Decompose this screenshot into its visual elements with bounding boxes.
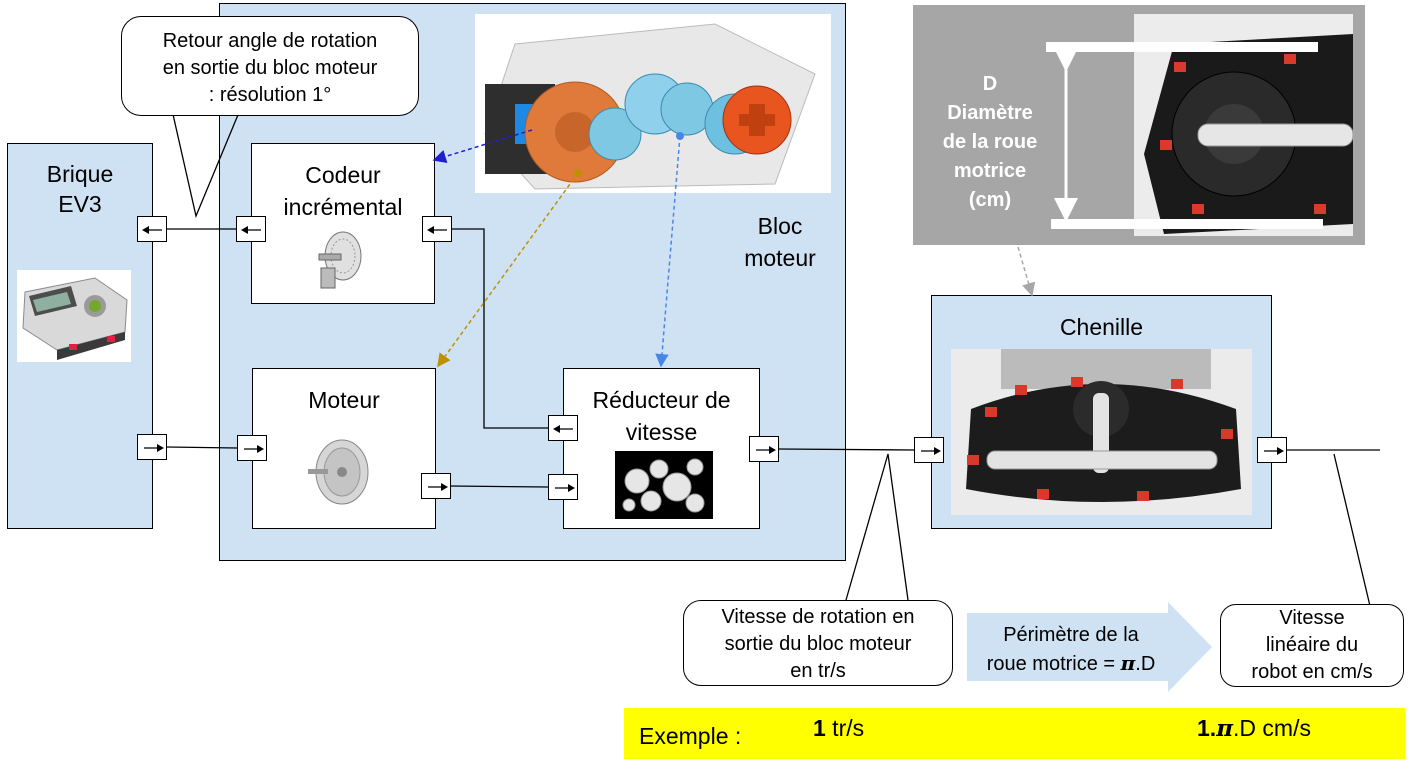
brique-input-port-top xyxy=(137,216,167,242)
brique-label-line1: Brique xyxy=(46,161,114,187)
moteur-output-port xyxy=(421,473,451,499)
chenille-label: Chenille xyxy=(1059,314,1144,340)
diametre-text: D Diamètre de la roue motrice (cm) xyxy=(925,70,1055,215)
bloc-moteur-label-line1: Bloc xyxy=(757,213,803,239)
perimetre-line2: roue motrice = π.D xyxy=(967,651,1175,677)
exemple-right-bold: 1. xyxy=(1197,715,1217,741)
diametre-line4: motrice xyxy=(953,160,1027,182)
diametre-line1: D xyxy=(982,73,998,95)
reducteur-input-port xyxy=(548,474,578,500)
ev3-brick-image xyxy=(17,270,131,362)
reducteur-feedback-port xyxy=(548,415,578,441)
exemple-left-bold: 1 xyxy=(813,715,826,741)
perimetre-line2-text: roue motrice = xyxy=(986,653,1121,675)
moteur-label: Moteur xyxy=(308,387,380,413)
brique-output-port-bottom xyxy=(137,434,167,460)
callout-vitesse-lineaire-line1: Vitesse xyxy=(1279,607,1345,629)
diametre-top-bar xyxy=(1046,42,1318,52)
brique-label-line2: EV3 xyxy=(58,191,102,217)
motor-gearbox-image xyxy=(475,14,831,193)
perimetre-line1: Périmètre de la xyxy=(1003,624,1139,646)
callout-vitesse-lineaire-line2: linéaire du xyxy=(1265,634,1359,656)
callout-vitesse-rotation-line1: Vitesse de rotation en xyxy=(721,606,915,628)
bloc-moteur-label-line2: moteur xyxy=(744,245,816,271)
codeur-label-line2: incrémental xyxy=(283,194,403,220)
callout-retour-line2: en sortie du bloc moteur xyxy=(162,57,378,79)
reducteur-output-port xyxy=(749,436,779,462)
perimetre-suffix: .D xyxy=(1135,653,1156,675)
codeur-input-port xyxy=(422,216,452,242)
codeur-output-port xyxy=(236,216,266,242)
exemple-left-rest: tr/s xyxy=(825,715,865,741)
diametre-line3: de la roue xyxy=(942,131,1038,153)
chenille-photo xyxy=(951,349,1252,515)
exemple-right-pi: π xyxy=(1216,715,1234,742)
callout-vitesse-rotation-line3: en tr/s xyxy=(790,660,846,682)
diametre-line5: (cm) xyxy=(968,189,1012,211)
exemple-label: Exemple : xyxy=(639,723,742,749)
reducteur-label-line1: Réducteur de xyxy=(592,387,731,413)
perimetre-pi: π xyxy=(1120,651,1136,675)
gears-icon xyxy=(615,451,713,519)
reducteur-label-line2: vitesse xyxy=(625,419,698,445)
callout-vitesse-lineaire xyxy=(1220,604,1404,687)
diametre-line2: Diamètre xyxy=(947,102,1033,124)
exemple-right-rest: .D cm/s xyxy=(1233,715,1311,741)
exemple-left-value: 1 tr/s xyxy=(813,714,864,742)
callout-retour-angle xyxy=(121,16,419,116)
exemple-right-value: 1.π.D cm/s xyxy=(1197,714,1311,743)
callout-retour-line1: Retour angle de rotation xyxy=(162,30,378,52)
codeur-label-line1: Codeur xyxy=(305,162,381,188)
callout-vitesse-lineaire-line3: robot en cm/s xyxy=(1251,661,1373,683)
callout-vitesse-rotation-line2: sortie du bloc moteur xyxy=(724,633,912,655)
moteur-input-port xyxy=(237,435,267,461)
encoder-disk-icon xyxy=(315,228,363,292)
chenille-output-port xyxy=(1257,437,1287,463)
dc-motor-icon xyxy=(304,434,372,510)
callout-retour-line3: : résolution 1° xyxy=(208,84,332,106)
callout-vitesse-rotation xyxy=(683,600,953,686)
chenille-input-port xyxy=(914,437,944,463)
diametre-bottom-bar xyxy=(1051,219,1323,229)
exemple-bar xyxy=(624,708,1405,759)
